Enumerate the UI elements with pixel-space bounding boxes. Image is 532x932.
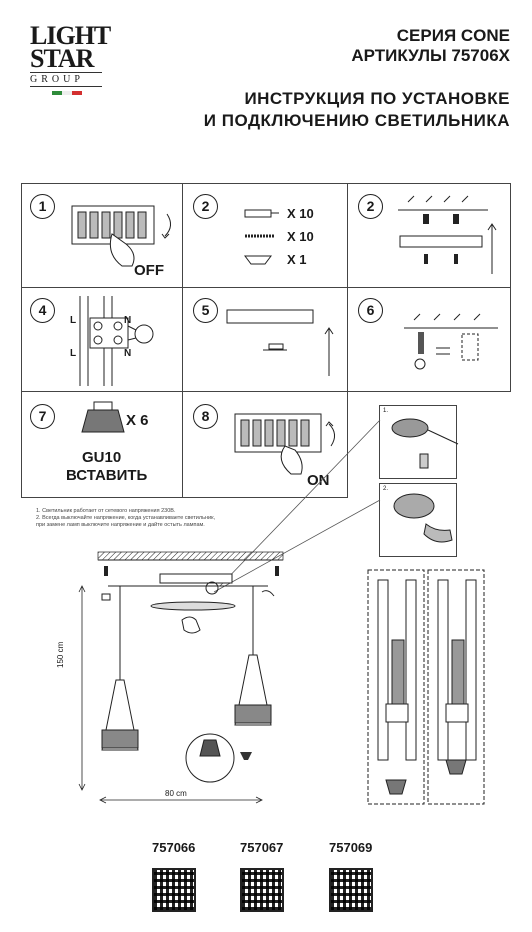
logo-line-3: GROUP [30, 72, 102, 87]
wire-label-l-2: L [70, 348, 77, 359]
qr-code-2 [240, 868, 284, 912]
note-line-2: 2. Всегда выключайте напряжение, когда у… [36, 515, 216, 521]
instruction-line-1: ИНСТРУКЦИЯ ПО УСТАНОВКЕ [244, 89, 510, 108]
ceiling-connection-icon [404, 313, 498, 370]
detail-label-2: 2. [383, 486, 389, 492]
step-label-on: ON [307, 472, 330, 489]
note-line-3: при замене ламп выключите напряжение и д… [36, 522, 205, 528]
wire-label-n-2: N [124, 348, 132, 359]
step-number: 1 [30, 194, 55, 219]
brand-logo: LIGHT STAR GROUP [30, 21, 111, 95]
breaker-on-icon [234, 413, 335, 475]
series-header: СЕРИЯ CONE АРТИКУЛЫ 75706X [351, 26, 510, 66]
step-label-off: OFF [134, 262, 164, 279]
note-line-1: 1. Светильник работает от сетевого напря… [36, 508, 176, 514]
article-code-3: 757069 [329, 840, 373, 855]
breaker-panel-icon [71, 205, 171, 267]
step-cell-8: 8 ON [182, 391, 348, 498]
canopy-mount-icon [226, 309, 334, 376]
lamp-type: GU10 [82, 449, 122, 466]
steps-grid: 1 OFF 2 X 10 X 10 X 1 2 [21, 183, 511, 498]
instruction-title: ИНСТРУКЦИЯ ПО УСТАНОВКЕ И ПОДКЛЮЧЕНИЮ СВ… [204, 88, 510, 132]
width-dimension: 80 cm [165, 789, 187, 798]
italian-flag-icon [52, 91, 82, 95]
step-cell-5: 5 [182, 287, 348, 392]
detail-label-1: 1. [383, 408, 389, 414]
qr-code-1 [152, 868, 196, 912]
logo-line-2: STAR [30, 44, 94, 73]
detail-photo-2: 2. [379, 483, 457, 557]
step-cell-1: 1 OFF [21, 183, 183, 288]
qty-bracket: X 1 [287, 252, 307, 267]
articles-line: АРТИКУЛЫ 75706X [351, 46, 510, 65]
qty-screws: X 10 [287, 229, 314, 244]
step-number: 8 [193, 404, 218, 429]
step-number: 6 [358, 298, 383, 323]
lamp-action: ВСТАВИТЬ [66, 467, 148, 484]
step-number: 4 [30, 298, 55, 323]
wire-label-l: L [70, 315, 77, 326]
lamp-qty: X 6 [126, 412, 149, 429]
safety-notes: 1. Светильник работает от сетевого напря… [36, 508, 296, 529]
step-number: 2 [193, 194, 218, 219]
terminal-block-icon [79, 296, 154, 386]
article-code-1: 757066 [152, 840, 196, 855]
step-number: 2 [358, 194, 383, 219]
cable-clamp-detail-icon [393, 493, 453, 543]
step-number: 5 [193, 298, 218, 323]
hardware-icons [244, 209, 279, 265]
wire-label-n: N [124, 315, 132, 326]
instruction-line-2: И ПОДКЛЮЧЕНИЮ СВЕТИЛЬНИКА [203, 111, 510, 130]
ceiling-drill-icon [398, 195, 497, 274]
gu10-lamp-icon [81, 401, 125, 433]
logo-line-1: LIGHT [30, 21, 111, 50]
qty-anchors: X 10 [287, 206, 314, 221]
detail-photo-1: 1. [379, 405, 459, 479]
qr-code-3 [329, 868, 373, 912]
step-cell-6: 6 [347, 287, 511, 392]
canopy-detail-icon [391, 418, 459, 469]
height-dimension: 150 cm [56, 641, 65, 668]
article-code-2: 757067 [240, 840, 284, 855]
step-cell-7: 7 X 6 GU10 ВСТАВИТЬ [21, 391, 183, 498]
step-number: 7 [30, 404, 55, 429]
step-cell-4: 4 L N L N [21, 287, 183, 392]
series-line: СЕРИЯ CONE [396, 26, 510, 45]
